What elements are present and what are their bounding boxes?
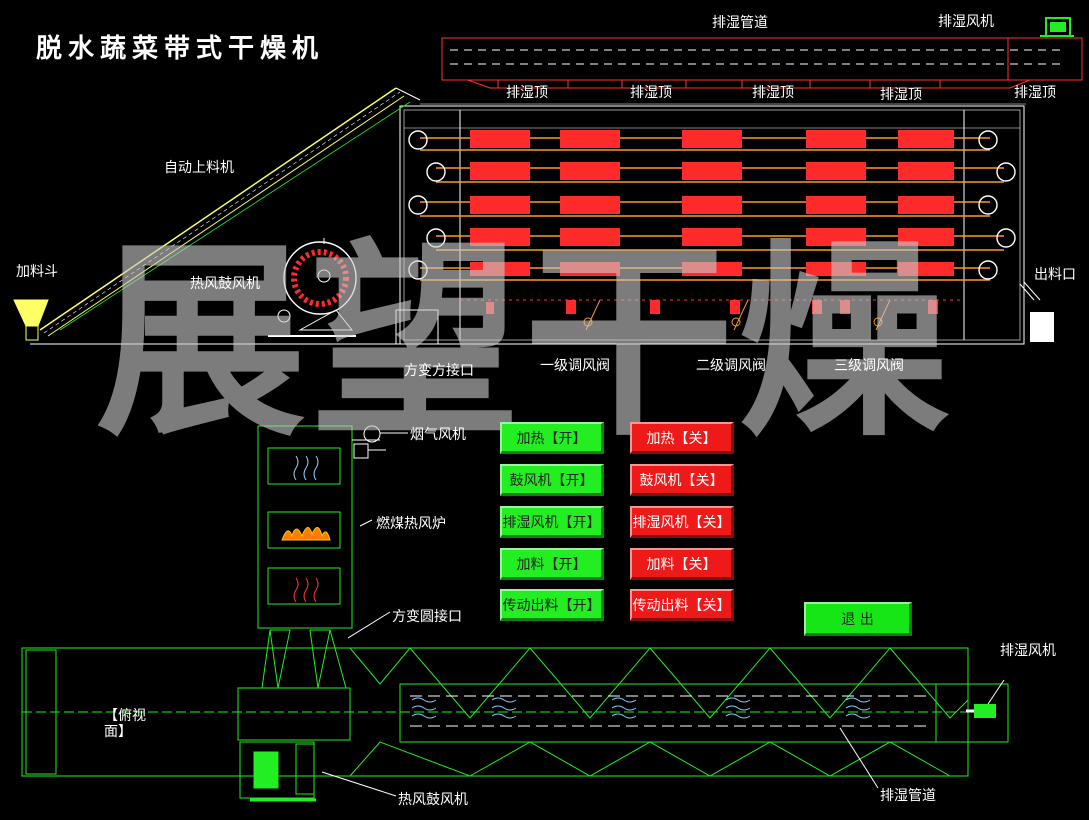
label-discharge: 出料口 [1034,267,1076,283]
blower-off-button[interactable]: 鼓风机【关】 [630,464,734,496]
label-exhaust-pipe-top: 排湿管道 [712,15,768,31]
label-hot-air-blower-top: 热风鼓风机 [190,276,260,292]
label-exhaust-pipe-bottom: 排湿管道 [880,788,936,804]
blower-on-button[interactable]: 鼓风机【开】 [500,464,604,496]
discharge-chute [1019,281,1054,342]
drive-discharge-off-button[interactable]: 传动出料【关】 [630,589,734,621]
leader-pipe [839,727,879,789]
belt-rollers [408,130,1016,280]
heater-bars [470,130,954,276]
feed-conveyor [30,87,439,345]
label-top-view: 【俯视面】 [104,708,146,740]
label-exhaust-top-4: 排湿顶 [880,87,922,103]
exhaust-fan-on-button[interactable]: 排湿风机【开】 [500,506,604,538]
label-coal-furnace: 燃煤热风炉 [376,516,446,532]
red-markers [486,300,938,314]
label-square-to-square: 方变方接口 [404,363,474,379]
label-exhaust-fan-top: 排湿风机 [938,14,994,30]
label-exhaust-top-3: 排湿顶 [752,85,794,101]
label-exhaust-top-1: 排湿顶 [506,85,548,101]
dryer-body [399,105,1025,345]
heat-icon [293,577,319,603]
label-exhaust-top-2: 排湿顶 [630,85,672,101]
smoke-icon [293,455,319,481]
heat-off-button[interactable]: 加热【关】 [630,422,734,454]
hot-air-blower-icon [268,238,357,337]
leader-blower [321,771,397,797]
label-hopper: 加料斗 [16,264,58,280]
feed-off-button[interactable]: 加料【关】 [630,548,734,580]
label-exhaust-fan-bottom: 排湿风机 [1000,643,1056,659]
label-valve-1: 一级调风阀 [540,358,610,374]
heat-on-button[interactable]: 加热【开】 [500,422,604,454]
exit-button[interactable]: 退 出 [804,602,912,636]
label-hot-air-blower-bottom: 热风鼓风机 [398,792,468,808]
label-square-to-round: 方变圆接口 [392,609,462,625]
page-title: 脱水蔬菜带式干燥机 [36,34,325,64]
top-view-diagram [21,629,1009,802]
air-valves [583,299,891,331]
drive-discharge-on-button[interactable]: 传动出料【开】 [500,589,604,621]
coal-furnace [257,425,408,639]
label-exhaust-top-5: 排湿顶 [1014,85,1056,101]
feed-hopper [13,299,49,341]
feed-on-button[interactable]: 加料【开】 [500,548,604,580]
exhaust-fan-bottom-icon [966,679,1005,718]
exhaust-duct-top [420,37,1083,105]
label-flue-fan: 烟气风机 [410,427,466,443]
exhaust-fan-off-button[interactable]: 排湿风机【关】 [630,506,734,538]
label-valve-3: 三级调风阀 [834,358,904,374]
label-valve-2: 二级调风阀 [696,358,766,374]
label-auto-feed: 自动上料机 [164,160,234,176]
flame-icon [281,527,331,541]
wave-icons [411,697,871,719]
exhaust-fan-icon [1040,17,1074,37]
